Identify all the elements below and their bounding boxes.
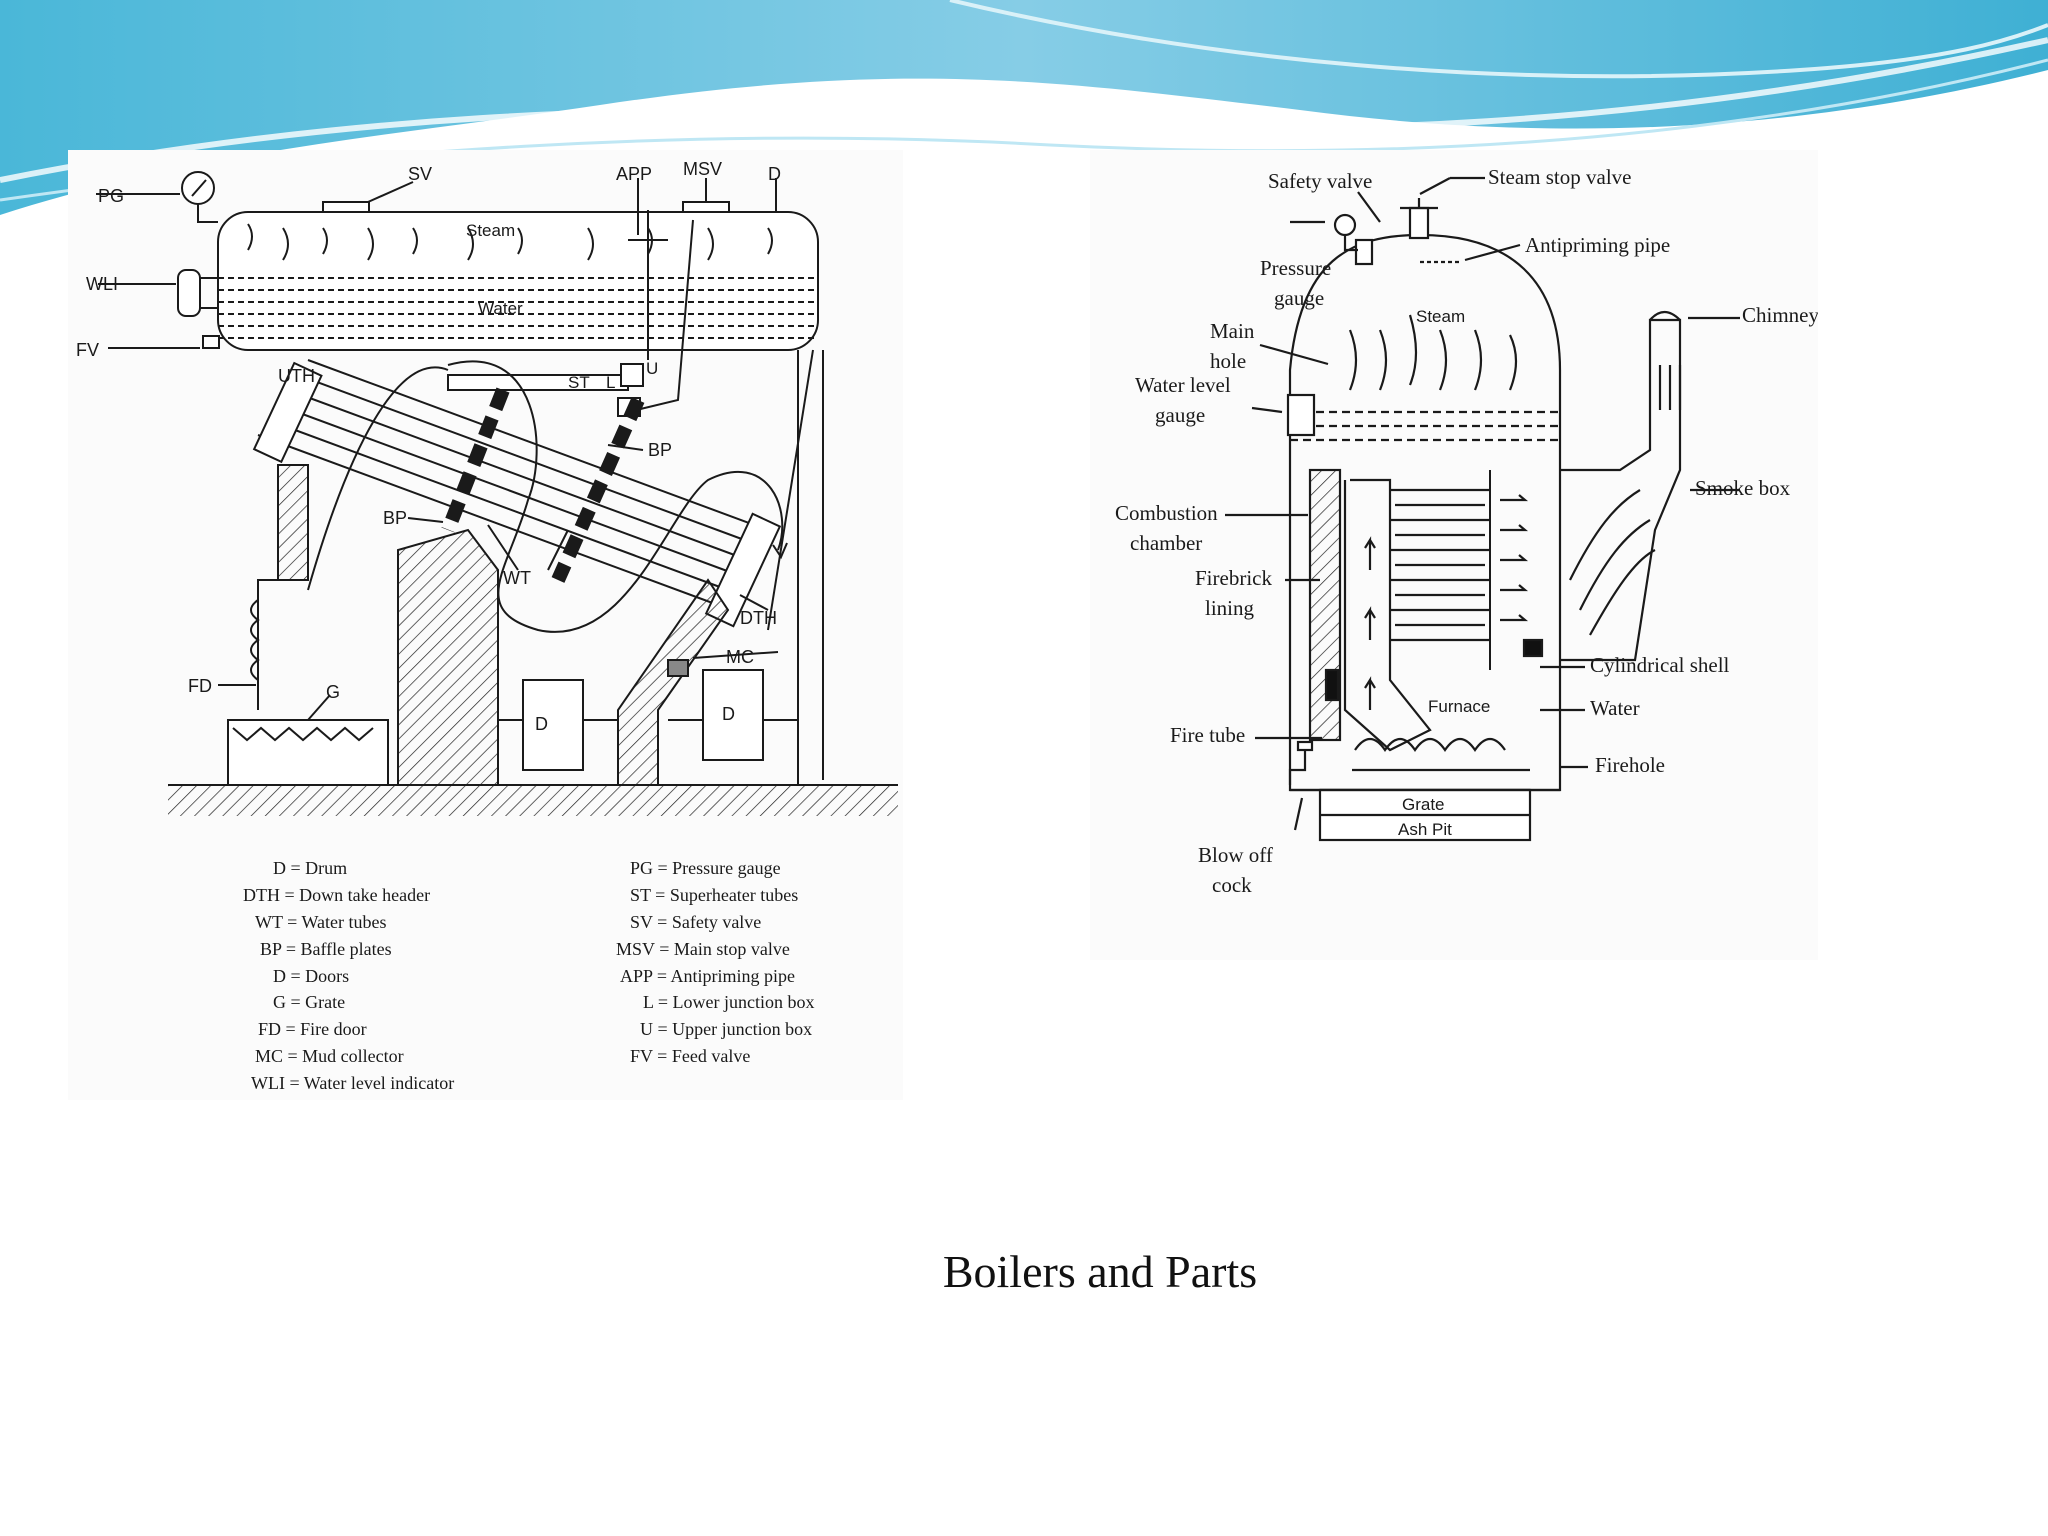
legend-left: D = Drum DTH = Down take header WT = Wat…: [243, 858, 454, 1093]
legend-item: SV = Safety valve: [630, 912, 761, 932]
legend-right: PG = Pressure gauge ST = Superheater tub…: [616, 858, 814, 1066]
legend-item: MSV = Main stop valve: [616, 939, 790, 959]
label-pressure: Pressure: [1260, 256, 1331, 280]
label-steam-stop-valve: Steam stop valve: [1488, 165, 1631, 189]
legend-item: D = Doors: [273, 966, 349, 986]
label-pressure-gauge: gauge: [1274, 286, 1324, 310]
label-dth: DTH: [740, 608, 777, 628]
label-wli: WLI: [86, 274, 118, 294]
label-antipriming-pipe: Antipriming pipe: [1525, 233, 1670, 257]
legend-item: MC = Mud collector: [255, 1046, 404, 1066]
water-tube-boiler-diagram: PG SV APP MSV D Steam Water WLI FV UTH S…: [68, 150, 903, 1100]
label-cock: cock: [1212, 873, 1252, 897]
label-mc: MC: [726, 647, 754, 667]
legend-item: APP = Antipriming pipe: [620, 966, 795, 986]
label-water-level-gauge: gauge: [1155, 403, 1205, 427]
label-lining: lining: [1205, 596, 1255, 620]
label-drum-top: D: [768, 164, 781, 184]
label-g: G: [326, 682, 340, 702]
label-safety-valve: Safety valve: [1268, 169, 1372, 193]
label-door-2: D: [722, 704, 735, 724]
label-combustion: Combustion: [1115, 501, 1218, 525]
legend-item: L = Lower junction box: [643, 992, 814, 1012]
label-steam-right: Steam: [1416, 307, 1465, 326]
legend-item: G = Grate: [273, 992, 345, 1012]
label-main: Main: [1210, 319, 1255, 343]
label-water-right: Water: [1590, 696, 1640, 720]
label-ash-pit: Ash Pit: [1398, 820, 1452, 839]
label-wt: WT: [503, 568, 531, 588]
label-sv: SV: [408, 164, 432, 184]
legend-item: DTH = Down take header: [243, 885, 430, 905]
legend-item: FV = Feed valve: [630, 1046, 750, 1066]
label-fv: FV: [76, 340, 99, 360]
label-l: L: [606, 373, 615, 392]
label-st: ST: [568, 373, 590, 392]
label-firehole: Firehole: [1595, 753, 1665, 777]
label-msv: MSV: [683, 159, 722, 179]
legend-item: ST = Superheater tubes: [630, 885, 798, 905]
label-uth: UTH: [278, 366, 315, 386]
label-fire-tube: Fire tube: [1170, 723, 1245, 747]
label-u: U: [646, 359, 658, 378]
vertical-boiler-diagram: Safety valve Steam stop valve Pressure g…: [1090, 150, 1818, 960]
label-pg: PG: [98, 186, 124, 206]
legend-item: U = Upper junction box: [640, 1019, 812, 1039]
legend-item: BP = Baffle plates: [260, 939, 392, 959]
label-water: Water: [478, 299, 523, 318]
label-app: APP: [616, 164, 652, 184]
label-hole: hole: [1210, 349, 1246, 373]
legend-item: D = Drum: [273, 858, 347, 878]
label-door-1: D: [535, 714, 548, 734]
label-fd: FD: [188, 676, 212, 696]
legend-item: PG = Pressure gauge: [630, 858, 781, 878]
label-chimney: Chimney: [1742, 303, 1818, 327]
label-bp-left: BP: [383, 508, 407, 528]
label-chamber: chamber: [1130, 531, 1202, 555]
legend-item: WLI = Water level indicator: [251, 1073, 454, 1093]
label-water-level: Water level: [1135, 373, 1231, 397]
legend-item: WT = Water tubes: [255, 912, 387, 932]
label-furnace: Furnace: [1428, 697, 1490, 716]
label-cylindrical-shell: Cylindrical shell: [1590, 653, 1730, 677]
label-firebrick: Firebrick: [1195, 566, 1272, 590]
label-smoke-box: Smoke box: [1695, 476, 1791, 500]
label-bp-right: BP: [648, 440, 672, 460]
label-blow-off: Blow off: [1198, 843, 1273, 867]
label-grate: Grate: [1402, 795, 1445, 814]
legend-item: FD = Fire door: [258, 1019, 367, 1039]
label-steam: Steam: [466, 221, 515, 240]
slide-caption: Boilers and Parts: [942, 1246, 1258, 1297]
